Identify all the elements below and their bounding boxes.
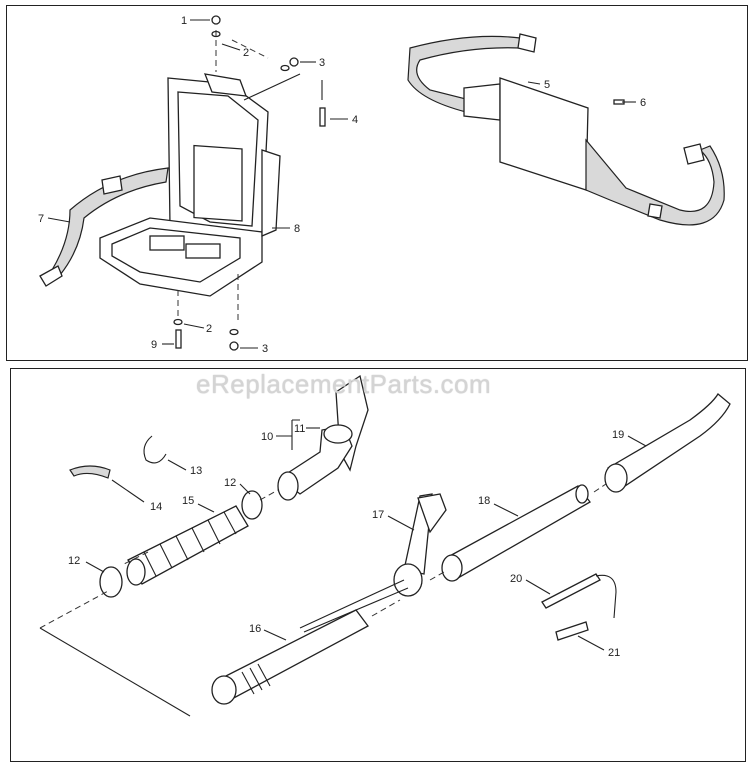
callout-12b: 12 [68,555,80,567]
callout-18: 18 [478,495,490,507]
watermark: eReplacementParts.com [196,369,492,399]
shoulder-harness [407,33,725,226]
harness-back-pad [499,77,589,191]
callout-16: 16 [249,623,261,635]
clamps [69,435,263,598]
callout-1: 1 [181,15,187,27]
callout-3b: 3 [262,343,268,355]
callout-2b: 2 [206,323,212,335]
handle-assembly [299,493,447,633]
callout-7: 7 [38,213,44,225]
callout-13: 13 [190,465,202,477]
flex-hose [126,505,249,586]
callout-8: 8 [294,223,300,235]
callout-9: 9 [151,339,157,351]
callout-6: 6 [640,97,646,109]
assembly-lines [39,483,607,717]
top-callouts: 1 2 3 4 5 6 7 8 9 2 3 [38,15,646,355]
elbow-tube [277,424,353,501]
callout-3: 3 [319,57,325,69]
callout-15: 15 [182,495,194,507]
callout-21: 21 [608,647,620,659]
callout-17: 17 [372,509,384,521]
lower-tube [211,609,369,705]
callout-4: 4 [352,114,358,126]
callout-11: 11 [294,423,305,435]
shoulder-strap-left [39,167,169,287]
callout-20: 20 [510,573,522,585]
bottom-callouts: 10 11 12 12 13 14 15 16 17 18 19 20 21 [68,419,647,659]
extension-rod-tools [541,573,617,641]
callout-2: 2 [243,47,249,59]
backpack-frame [99,73,281,297]
upper-curved-tube [604,393,731,493]
callout-14: 14 [150,501,162,513]
callout-5: 5 [544,79,550,91]
callout-12a: 12 [224,477,236,489]
middle-tube [441,484,591,582]
frame-hardware [173,15,625,351]
callout-10: 10 [261,431,273,443]
callout-19: 19 [612,429,624,441]
